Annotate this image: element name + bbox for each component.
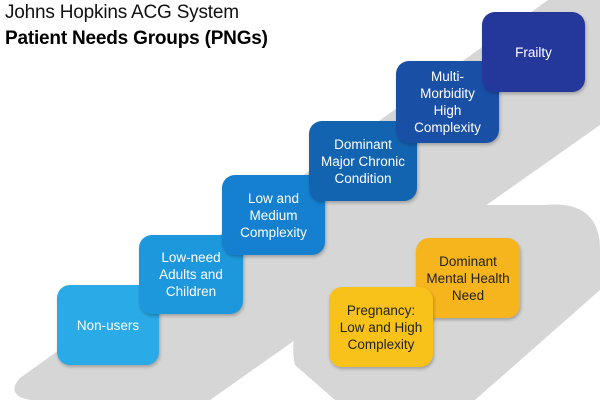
- png-pregnancy: Pregnancy: Low and High Complexity: [329, 287, 433, 367]
- png-non-users: Non-users: [57, 285, 159, 365]
- png-low-medium-complexity: Low and Medium Complexity: [222, 175, 325, 255]
- png-frailty: Frailty: [482, 12, 585, 92]
- page-title: Johns Hopkins ACG System: [5, 2, 239, 23]
- png-dominant-mental-health: Dominant Mental Health Need: [416, 238, 520, 318]
- page-subtitle: Patient Needs Groups (PNGs): [5, 28, 268, 49]
- png-multi-morbidity-high-complexity: Multi- Morbidity High Complexity: [396, 61, 499, 143]
- png-dominant-major-chronic: Dominant Major Chronic Condition: [309, 121, 417, 201]
